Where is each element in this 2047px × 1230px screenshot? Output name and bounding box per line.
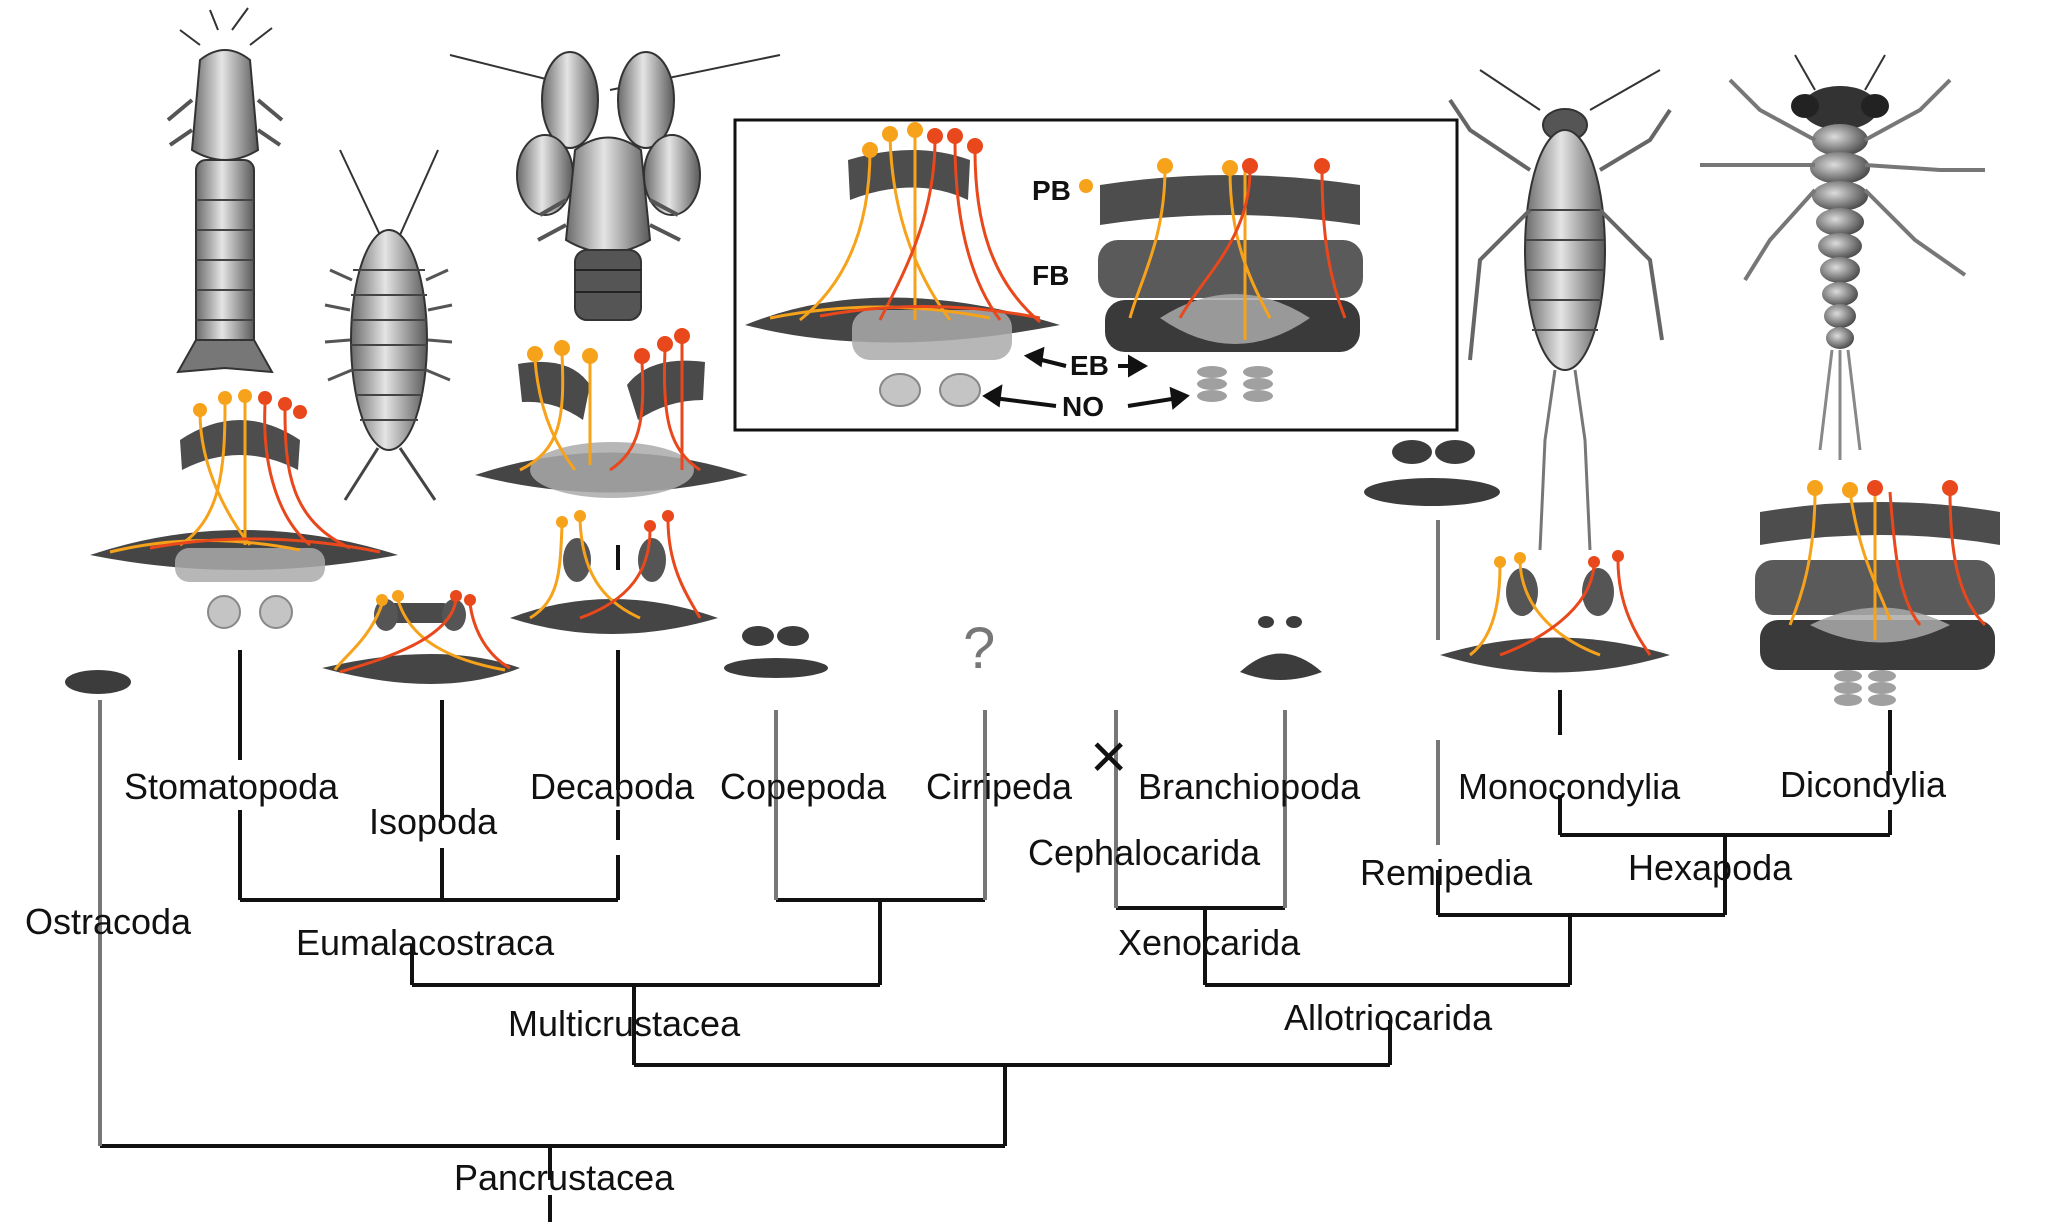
label-branchiopoda: Branchiopoda <box>1138 766 1361 807</box>
isopod-illustration <box>324 149 453 501</box>
label-eumalacostraca: Eumalacostraca <box>296 922 555 963</box>
noduli-pair <box>1834 670 1896 706</box>
label-multicrustacea: Multicrustacea <box>508 1003 741 1044</box>
inset-label-pb: PB <box>1032 175 1071 206</box>
label-stomatopoda: Stomatopoda <box>124 766 339 807</box>
inset-label-eb: EB <box>1070 350 1109 381</box>
remipedia-brain <box>1364 440 1500 506</box>
label-monocondylia: Monocondylia <box>1458 766 1681 807</box>
mayfly-illustration <box>1448 69 1672 551</box>
label-remipedia: Remipedia <box>1360 852 1533 893</box>
dragonfly-nymph-illustration <box>1700 54 1985 460</box>
label-decapoda: Decapoda <box>530 766 695 807</box>
label-isopoda: Isopoda <box>369 801 498 842</box>
inset-arrows <box>982 346 1190 410</box>
inset-label-fb: FB <box>1032 260 1069 291</box>
nymph-body-segments <box>1810 124 1870 349</box>
unknown-marker: ? <box>963 616 995 681</box>
monocondylia-brain <box>1440 550 1670 673</box>
decapoda-brain-upper <box>475 328 748 498</box>
dicondylia-brain <box>1755 480 2000 706</box>
label-cirripeda: Cirripeda <box>926 766 1073 807</box>
stomatopoda-brain <box>90 389 398 629</box>
decapoda-brain-lower <box>510 510 718 634</box>
copepoda-brain <box>724 626 828 678</box>
phylogenetic-tree <box>98 520 1892 1222</box>
label-allotriocarida: Allotriocarida <box>1284 997 1493 1038</box>
central-complex-inset: PB FB EB NO <box>733 118 1459 432</box>
taxon-labels: Stomatopoda Isopoda Decapoda Copepoda Ci… <box>25 616 1947 1198</box>
label-ostracoda: Ostracoda <box>25 901 192 942</box>
label-hexapoda: Hexapoda <box>1628 847 1793 888</box>
inset-noduli <box>1197 366 1273 402</box>
label-copepoda: Copepoda <box>720 766 887 807</box>
inset-label-no: NO <box>1062 391 1104 422</box>
lobster-illustration <box>449 51 781 321</box>
label-pancrustacea: Pancrustacea <box>454 1157 675 1198</box>
label-dicondylia: Dicondylia <box>1780 764 1947 805</box>
isopoda-brain <box>322 590 520 684</box>
lost-marker: × <box>1090 720 1127 792</box>
branchiopoda-brain <box>1240 616 1322 680</box>
label-xenocarida: Xenocarida <box>1118 922 1301 963</box>
ostracoda-brain <box>65 670 131 694</box>
label-cephalocarida: Cephalocarida <box>1028 832 1261 873</box>
stomatopod-illustration <box>166 7 284 374</box>
